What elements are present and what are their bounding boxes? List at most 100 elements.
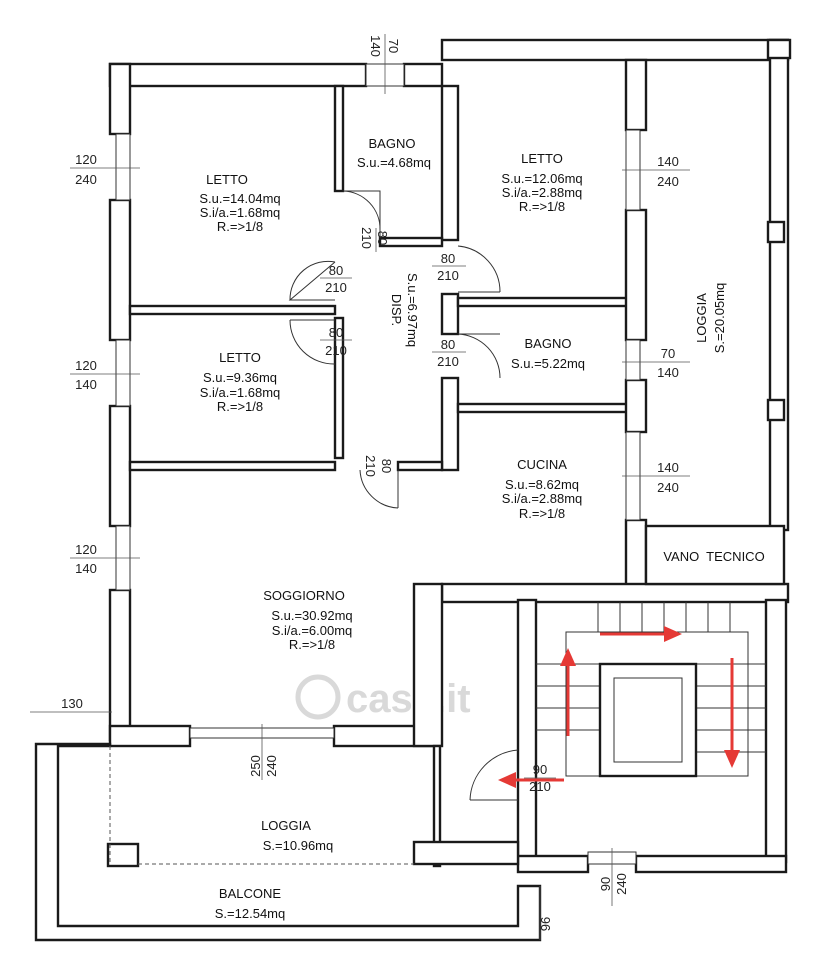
dim-door-entrance-b: 210 [529, 779, 551, 794]
dim-letto1-window-a: 120 [75, 152, 97, 167]
wall-left-4 [108, 588, 132, 742]
room-name: CUCINA [517, 457, 567, 472]
wall-right-corner [766, 38, 792, 60]
svg-text:140: 140 [368, 35, 383, 57]
dim-door-letto2-a: 80 [441, 251, 455, 266]
room-area: S.u.=30.92mq [271, 608, 352, 623]
interior-walls [128, 58, 790, 604]
room-aero: S.i/a.=1.68mq [200, 205, 281, 220]
room-area: S.u.=5.22mq [511, 356, 585, 371]
room-vano-tecnico: VANO TECNICO [663, 549, 764, 564]
door-letto2 [457, 245, 501, 293]
svg-text:80: 80 [375, 231, 390, 245]
dim-bagno2-window-b: 140 [657, 365, 679, 380]
window-letto1 [115, 133, 131, 201]
wall-top-right [440, 38, 790, 62]
room-ratio: R.=>1/8 [519, 199, 565, 214]
room-name: BAGNO [369, 136, 416, 151]
dim-door-entrance-a: 90 [533, 762, 547, 777]
wall-left-3 [108, 404, 132, 528]
room-bagno-1: BAGNO S.u.=4.68mq [357, 136, 431, 170]
svg-text:240: 240 [614, 873, 629, 895]
room-balcone: BALCONE S.=12.54mq [215, 886, 285, 921]
wall-letto3-soggiorno [128, 460, 337, 472]
wall-disp-bottom [396, 460, 444, 472]
door-disp-soggiorno [359, 469, 399, 509]
wall-disp-right-2 [440, 376, 460, 472]
vano-tecnico-box [644, 524, 786, 586]
window-letto3 [115, 339, 131, 407]
room-aero: S.i/a.=6.00mq [272, 623, 353, 638]
room-ratio: R.=>1/8 [217, 219, 263, 234]
room-name: SOGGIORNO [263, 588, 345, 603]
elevator-shaft-outer [598, 662, 698, 778]
dim-cucina-window-a: 140 [657, 460, 679, 475]
dim-stair-window: 90 240 [598, 873, 629, 895]
room-aero: S.i/a.=1.68mq [200, 385, 281, 400]
direction-arrows [498, 626, 740, 788]
dim-door-letto2-b: 210 [437, 268, 459, 283]
watermark-text: casa.it [346, 677, 471, 721]
wall-loggia-left-3 [624, 378, 648, 434]
room-letto-2: LETTO S.u.=12.06mq S.i/a.=2.88mq R.=>1/8 [501, 151, 582, 214]
svg-text:70: 70 [386, 39, 401, 53]
dim-top-window: 70 140 [368, 35, 401, 57]
room-letto-1: LETTO S.u.=14.04mq S.i/a.=1.68mq R.=>1/8 [199, 172, 280, 234]
room-aero: S.i/a.=2.88mq [502, 185, 583, 200]
loggia-pillar [106, 842, 140, 868]
dim-door-disp-soggiorno: 80 210 [363, 455, 394, 477]
wall-stair-left [516, 598, 538, 864]
room-name: BAGNO [525, 336, 572, 351]
dim-door-bagno1: 80 210 [359, 227, 390, 249]
door-letto3 [289, 319, 336, 365]
dim-soggiorno-window-a: 120 [75, 542, 97, 557]
wall-bagno2-cucina [456, 402, 630, 414]
wall-soggiorno-bottom-left [108, 724, 192, 748]
room-name: DISP. [389, 294, 404, 326]
wall-right [768, 38, 790, 532]
room-name: LETTO [521, 151, 563, 166]
dim-door-bagno2-a: 80 [441, 337, 455, 352]
dim-letto3-window-b: 140 [75, 377, 97, 392]
room-name: LOGGIA [261, 818, 311, 833]
dim-bagno2-window-a: 70 [661, 346, 675, 361]
room-area: S.u.=4.68mq [357, 155, 431, 170]
dim-cucina-window-b: 240 [657, 480, 679, 495]
room-loggia-2: LOGGIA S.=10.96mq [261, 818, 333, 853]
room-name: LOGGIA [694, 293, 709, 343]
room-area: S.=10.96mq [263, 838, 333, 853]
wall-left-1 [108, 62, 132, 136]
svg-text:90: 90 [598, 877, 613, 891]
wall-right-pillar-2 [766, 398, 786, 422]
wall-stair-right [764, 598, 788, 864]
svg-text:240: 240 [264, 755, 279, 777]
wall-bagno1-left [333, 84, 345, 193]
svg-text:80: 80 [379, 459, 394, 473]
wall-letto2-bagno2 [456, 296, 630, 308]
wall-loggia-left-1 [624, 58, 648, 132]
svg-text:210: 210 [359, 227, 374, 249]
wall-disp-left [333, 316, 345, 460]
wall-bagno1-bottom [378, 236, 444, 248]
elevator-shaft-inner [613, 677, 683, 763]
dim-letto2-window-a: 140 [657, 154, 679, 169]
room-area: S.u.=8.62mq [505, 477, 579, 492]
wall-left-2 [108, 198, 132, 342]
room-name: LETTO [206, 172, 248, 187]
wall-right-pillar-1 [766, 220, 786, 244]
svg-text:96: 96 [538, 917, 553, 931]
room-ratio: R.=>1/8 [519, 506, 565, 521]
dim-door-letto3-a: 80 [329, 325, 343, 340]
room-cucina: CUCINA S.u.=8.62mq S.i/a.=2.88mq R.=>1/8 [502, 457, 583, 521]
wall-loggia-left-2 [624, 208, 648, 342]
wall-top-left [108, 62, 368, 88]
wall-hall-bottom [412, 840, 520, 866]
svg-text:210: 210 [363, 455, 378, 477]
room-ratio: R.=>1/8 [289, 637, 335, 652]
wall-cucina-bottom [440, 582, 790, 604]
room-area: S.u.=9.36mq [203, 370, 277, 385]
dim-letto2-window-b: 240 [657, 174, 679, 189]
dim-letto1-window-b: 240 [75, 172, 97, 187]
dim-letto3-window-a: 120 [75, 358, 97, 373]
